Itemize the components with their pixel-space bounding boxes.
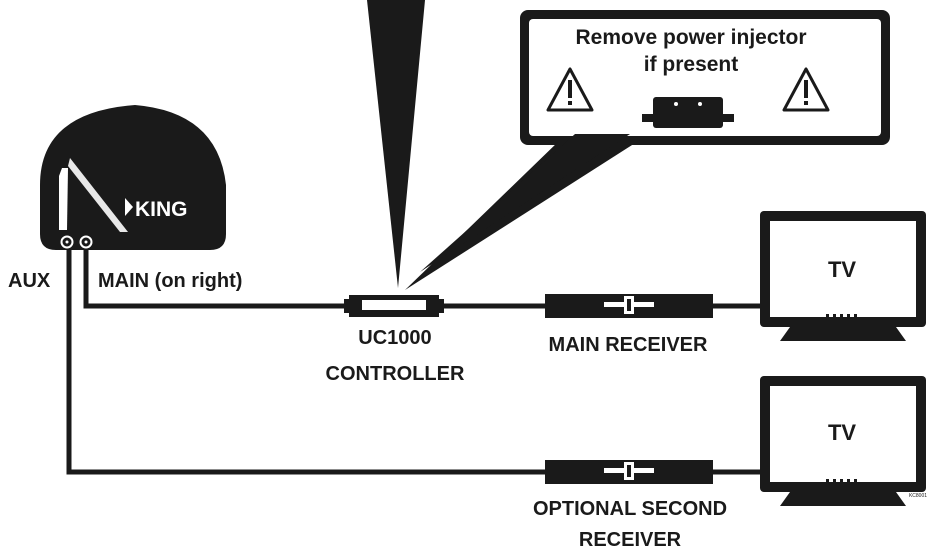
aux-port-label: AUX xyxy=(8,270,51,292)
tv-main xyxy=(760,211,926,341)
power-injector-icon xyxy=(642,97,734,128)
callout-title-line2: if present xyxy=(644,53,739,76)
antenna-brand-logo: KING xyxy=(135,198,188,221)
warning-triangle-icon xyxy=(782,67,830,112)
callout-title-line1: Remove power injector xyxy=(575,26,806,49)
second-receiver xyxy=(545,460,713,484)
aux-cable xyxy=(66,250,545,475)
tv-main-label: TV xyxy=(828,257,856,282)
antenna-dome: KING xyxy=(40,105,226,250)
warning-triangle-icon xyxy=(546,67,594,112)
main-port-label: MAIN (on right) xyxy=(98,270,242,292)
second-receiver-label-line2: RECEIVER xyxy=(579,529,682,551)
uc1000-controller xyxy=(344,295,444,317)
coax-port-aux xyxy=(60,235,74,249)
play-triangle-icon xyxy=(125,198,133,216)
controller-label-line1: UC1000 xyxy=(358,327,431,349)
callout-box: Remove power injector if present xyxy=(405,10,890,290)
coax-port-main xyxy=(79,235,93,249)
second-receiver-label-line1: OPTIONAL SECOND xyxy=(533,498,727,520)
tv-second xyxy=(760,376,926,506)
controller-label-line2: CONTROLLER xyxy=(326,363,465,385)
main-cable xyxy=(83,250,346,309)
tv-second-label: TV xyxy=(828,420,856,445)
figure-code: KC8001 xyxy=(909,493,927,499)
pointer-wedge xyxy=(367,0,425,288)
main-receiver-label: MAIN RECEIVER xyxy=(549,334,708,356)
main-receiver xyxy=(545,294,713,318)
